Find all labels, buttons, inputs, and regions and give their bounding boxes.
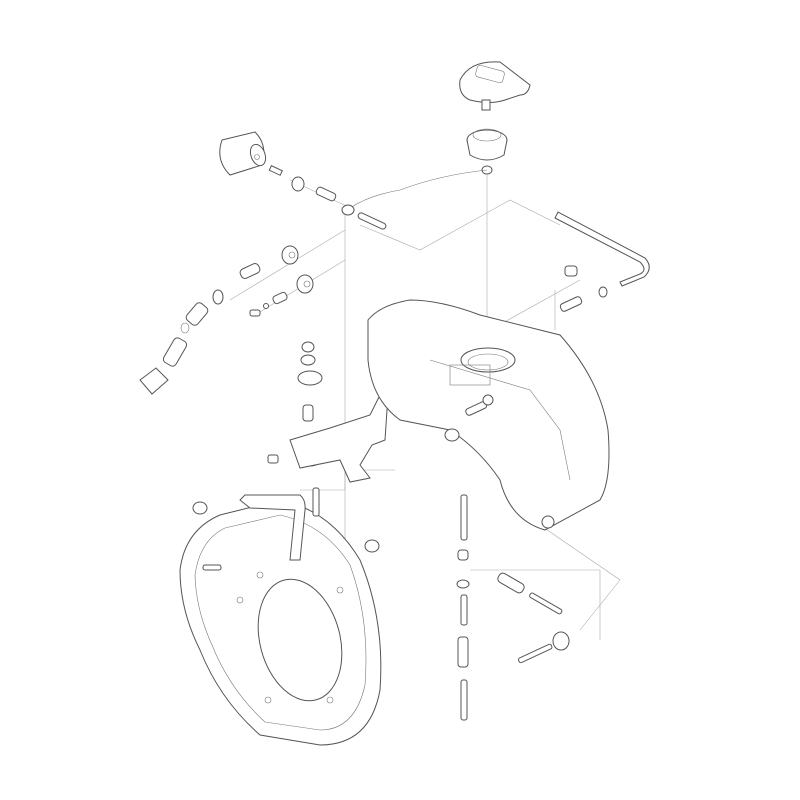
- fuel-lines: [312, 487, 570, 721]
- tank-fittings: [444, 265, 608, 442]
- cap-tether: [349, 169, 488, 209]
- fuel-cap: [459, 61, 531, 111]
- grommet: [291, 176, 305, 192]
- hose-fitting: [315, 186, 337, 202]
- pin: [268, 164, 283, 176]
- fuel-filter: [219, 131, 267, 176]
- mounting-bracket: [289, 394, 389, 483]
- blower-housing: [179, 494, 382, 746]
- hose-pin: [357, 212, 387, 230]
- fuel-return-pipe: [554, 211, 650, 287]
- filler-neck-ring: [466, 128, 508, 175]
- fuel-tank: [367, 299, 610, 531]
- left-fittings: [139, 245, 314, 395]
- clamp-ring: [341, 204, 355, 216]
